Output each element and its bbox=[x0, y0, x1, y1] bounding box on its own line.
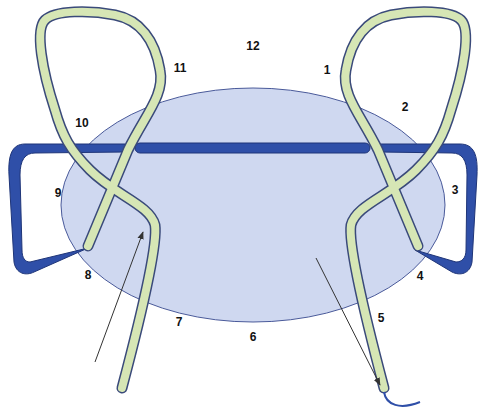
haptic-outline bbox=[40, 12, 161, 388]
clock-position: 12 bbox=[246, 40, 259, 52]
haptic bbox=[40, 12, 161, 388]
clock-position: 7 bbox=[176, 316, 183, 328]
lens-optic bbox=[61, 88, 445, 322]
clock-position: 10 bbox=[75, 117, 88, 129]
clock-position: 2 bbox=[402, 101, 409, 113]
insertion-arrow bbox=[316, 258, 380, 385]
clock-position: 4 bbox=[417, 270, 424, 282]
clock-position: 11 bbox=[174, 62, 187, 74]
clock-position: 1 bbox=[324, 64, 331, 76]
clock-position: 5 bbox=[378, 312, 385, 324]
clock-position: 9 bbox=[55, 187, 62, 199]
suture-bar bbox=[135, 143, 370, 153]
insertion-arrow bbox=[95, 232, 143, 362]
haptic-outline bbox=[345, 12, 466, 388]
clock-position: 8 bbox=[85, 269, 92, 281]
clock-position: 3 bbox=[452, 184, 459, 196]
haptic bbox=[345, 12, 466, 388]
suture-end bbox=[384, 392, 420, 406]
clock-position: 6 bbox=[250, 331, 257, 343]
